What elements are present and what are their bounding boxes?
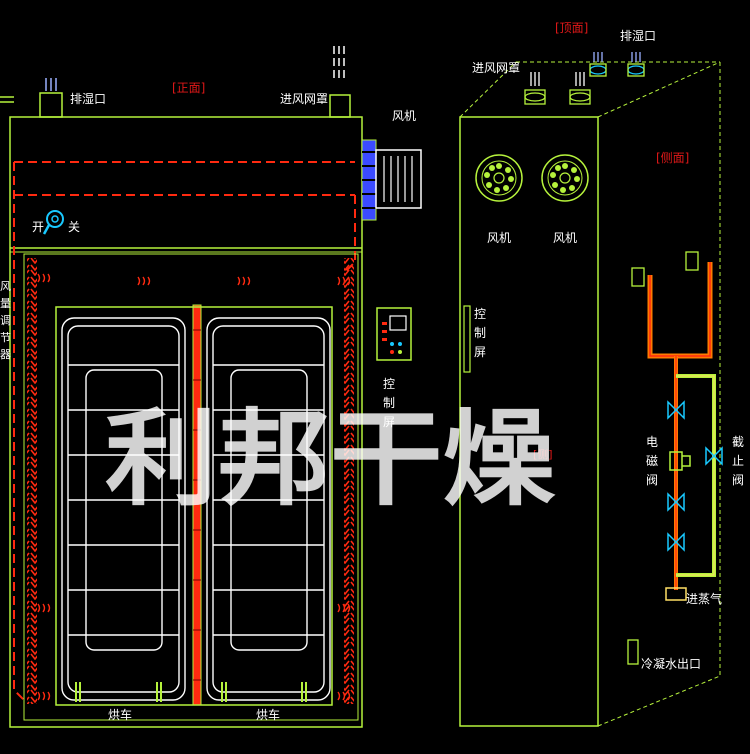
- air-inlet-hood-label: 进风网罩: [280, 92, 328, 106]
- door-frame: [55, 306, 333, 706]
- svg-text:控: 控: [383, 377, 395, 391]
- cart-label-right: 烘车: [256, 707, 280, 722]
- side-control-screen: [463, 305, 471, 373]
- svg-text:控: 控: [474, 307, 486, 321]
- svg-text:阀: 阀: [646, 473, 658, 487]
- stop-valve-icon: [705, 446, 723, 466]
- svg-text:调: 调: [0, 314, 11, 327]
- drying-cart-right: [206, 317, 331, 701]
- solenoid-valve-icon: [667, 400, 691, 552]
- watermark-text: 利邦干燥: [105, 398, 556, 520]
- svg-text:止: 止: [732, 454, 744, 468]
- drying-cart-left: [61, 317, 186, 701]
- svg-text:屏: 屏: [383, 415, 395, 429]
- heat-wave-icon: [37, 273, 351, 701]
- drying-chamber: [23, 253, 359, 721]
- side-control-screen-label: 控制屏: [474, 307, 486, 359]
- cart-label-left: 烘车: [108, 707, 132, 722]
- cart-wheels-right: [221, 682, 307, 702]
- exhaust-port: [39, 92, 63, 118]
- svg-text:量: 量: [0, 297, 11, 310]
- open-label: 开: [32, 220, 44, 234]
- control-screen-label: 控制屏: [383, 377, 395, 429]
- damper-knob-icon: [42, 210, 64, 235]
- cart-wheels-left: [75, 682, 162, 702]
- exhaust-port-2: [627, 52, 645, 77]
- fan-label-1: 风机: [487, 231, 511, 245]
- svg-text:节: 节: [0, 331, 11, 344]
- damper-adjuster-label: 风量调 节器: [0, 280, 11, 361]
- exhaust-port-1: [589, 52, 607, 77]
- steam-pipe: [647, 262, 716, 590]
- heater-column-left: [27, 258, 37, 704]
- exhaust-port-label: 排湿口: [70, 91, 106, 106]
- top-view-title: [顶面]: [555, 21, 588, 35]
- inlet-hood-1: [524, 72, 546, 105]
- front-view: 排湿口 [正面] 进风网罩 风机 开: [0, 46, 422, 728]
- close-label: 关: [68, 220, 80, 234]
- side-view: [顶面] 排湿口 进风网罩 [侧面]: [459, 21, 744, 727]
- svg-text:磁: 磁: [646, 453, 658, 468]
- fan-label-2: 风机: [553, 231, 577, 245]
- condensate-outlet-icon: [627, 639, 639, 665]
- fan-icon-2: [541, 154, 589, 202]
- steam-inlet-label: 进蒸气: [686, 591, 722, 606]
- fan-icon-1: [475, 154, 523, 202]
- watermark: 利邦干燥: [105, 398, 556, 520]
- side-cabinet: [459, 116, 599, 727]
- front-cabinet: [9, 116, 363, 728]
- svg-text:制: 制: [383, 396, 395, 410]
- svg-text:电: 电: [646, 435, 658, 449]
- fan-label: 风机: [392, 109, 416, 123]
- svg-text:风: 风: [0, 280, 11, 293]
- svg-text:器: 器: [0, 348, 11, 361]
- heater-column-right: [344, 258, 354, 704]
- fan: [361, 139, 422, 221]
- svg-text:阀: 阀: [732, 473, 744, 487]
- svg-text:截: 截: [732, 435, 744, 449]
- side-mark: [侧]: [533, 448, 553, 461]
- svg-text:屏: 屏: [474, 345, 486, 359]
- air-inlet-hood: [329, 94, 351, 118]
- air-inlet-hood-label-side: 进风网罩: [472, 61, 520, 75]
- exhaust-port-label-side: 排湿口: [620, 28, 656, 43]
- solenoid-valve-label: 电磁阀: [646, 435, 658, 487]
- side-view-title: [侧面]: [656, 151, 689, 165]
- inlet-hood-2: [569, 72, 591, 105]
- front-view-title: [正面]: [172, 81, 205, 95]
- stop-valve-label: 截止阀: [732, 435, 744, 487]
- svg-text:制: 制: [474, 326, 486, 340]
- control-panel: [376, 307, 412, 361]
- condensate-outlet-label: 冷凝水出口: [641, 656, 701, 671]
